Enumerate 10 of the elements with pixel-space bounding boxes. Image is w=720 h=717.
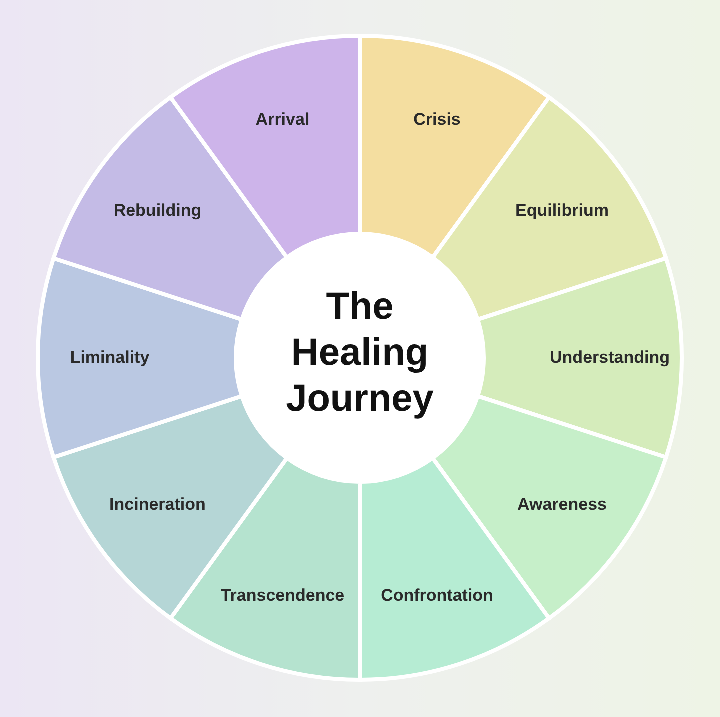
segment-label: Arrival [256, 110, 310, 130]
segment-label: Rebuilding [114, 201, 202, 222]
segment-label: Crisis [414, 110, 461, 130]
segment-label: Equilibrium [516, 201, 609, 222]
segment-label: Liminality [70, 348, 150, 368]
segment-label: Transcendence [220, 586, 345, 606]
segment-label: Confrontation [381, 586, 494, 606]
segment-label: Incineration [110, 494, 206, 515]
segment-label: Awareness [518, 494, 607, 515]
segment-label: Understanding [550, 348, 670, 368]
